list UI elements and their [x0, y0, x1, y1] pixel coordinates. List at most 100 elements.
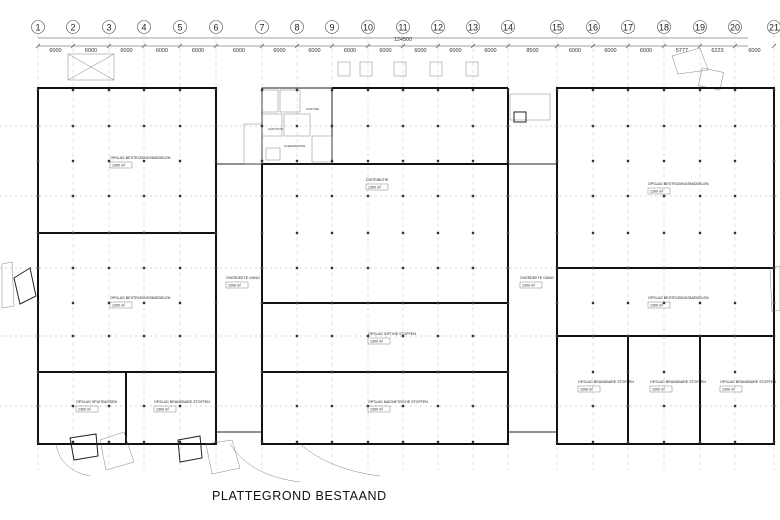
dimension-tick	[400, 43, 406, 49]
room-13: OPSLAG BRANDBARE STOFFEN 1300 m²	[649, 380, 706, 393]
grid-bubble-label: 20	[730, 23, 740, 33]
dimension-tick	[329, 43, 335, 49]
column	[36, 404, 40, 408]
column	[366, 334, 370, 338]
column	[555, 301, 559, 305]
column	[436, 370, 440, 374]
room-area: 1300 m²	[652, 388, 666, 392]
column	[107, 334, 111, 338]
column	[555, 266, 559, 270]
grid-bubble	[550, 20, 564, 34]
column	[295, 404, 299, 408]
column	[107, 88, 111, 92]
column	[330, 124, 334, 128]
column	[591, 301, 595, 305]
column	[555, 159, 559, 163]
column	[733, 334, 737, 338]
column	[555, 124, 559, 128]
column	[401, 440, 405, 444]
column	[733, 370, 737, 374]
column	[506, 124, 510, 128]
room-9: OVERDEKTE GANG 1300 m²	[519, 276, 554, 289]
grid-bubble	[396, 20, 410, 34]
column	[260, 194, 264, 198]
grid-bubble	[325, 20, 339, 34]
column	[178, 88, 182, 92]
dimension-tick	[177, 43, 183, 49]
bay-dimension: 6223	[711, 48, 723, 54]
column	[178, 124, 182, 128]
column	[214, 159, 218, 163]
column	[214, 301, 218, 305]
grid-bubble-label: 16	[588, 23, 598, 33]
column	[698, 334, 702, 338]
grid-bubble	[501, 20, 515, 34]
column	[555, 194, 559, 198]
column	[772, 88, 776, 92]
column	[71, 334, 75, 338]
column	[260, 159, 264, 163]
column	[471, 301, 475, 305]
column	[626, 124, 630, 128]
column	[295, 440, 299, 444]
column	[772, 440, 776, 444]
column	[591, 88, 595, 92]
column	[772, 301, 776, 305]
column	[107, 159, 111, 163]
bay-dimension: 6000	[604, 48, 616, 54]
room-area: 1300 m²	[650, 190, 664, 194]
grid-bubble	[66, 20, 80, 34]
column	[71, 194, 75, 198]
column	[366, 88, 370, 92]
column	[178, 404, 182, 408]
grid-bubble-label: 13	[468, 23, 478, 33]
column	[591, 231, 595, 235]
column	[107, 370, 111, 374]
column	[506, 370, 510, 374]
column	[662, 194, 666, 198]
grid-bubble-label: 10	[363, 23, 373, 33]
column	[471, 88, 475, 92]
column	[772, 194, 776, 198]
column	[772, 159, 776, 163]
bay-dimension: 6000	[273, 48, 285, 54]
column	[662, 334, 666, 338]
room-name: OPSLAG BRANDBARE STOFFEN	[578, 380, 634, 384]
room-name: OPSLAG BRANDBARE STOFFEN	[650, 380, 706, 384]
column	[330, 231, 334, 235]
room-name: OPSLAG BESTRIJDINGSMIDDELEN	[110, 296, 171, 300]
room-name: OVERDEKTE GANG	[520, 276, 554, 280]
column	[471, 440, 475, 444]
column	[555, 404, 559, 408]
grid-bubble-label: 19	[695, 23, 705, 33]
column	[506, 194, 510, 198]
column	[295, 124, 299, 128]
room-area: 1300 m²	[580, 388, 594, 392]
column	[260, 88, 264, 92]
column	[142, 231, 146, 235]
column	[471, 159, 475, 163]
grid-bubble-label: 18	[659, 23, 669, 33]
room-14: OPSLAG BRANDBARE STOFFEN 1300 m²	[719, 380, 776, 393]
column	[506, 88, 510, 92]
exterior-annexes	[1, 47, 780, 483]
column	[214, 231, 218, 235]
column	[506, 301, 510, 305]
column	[214, 266, 218, 270]
column	[506, 231, 510, 235]
bay-dimension: 6000	[379, 48, 391, 54]
column	[506, 440, 510, 444]
room-4: OPSLAG BRANDBARE STOFFEN 1300 m²	[153, 400, 210, 413]
column	[71, 301, 75, 305]
column	[698, 404, 702, 408]
column	[662, 88, 666, 92]
room-area: 1300 m²	[370, 340, 384, 344]
column	[591, 159, 595, 163]
room-area: 1300 m²	[650, 304, 664, 308]
column	[436, 404, 440, 408]
column	[295, 334, 299, 338]
column	[214, 370, 218, 374]
room-name: OVERDEKTE GANG	[226, 276, 260, 280]
room-name: OPSLAG BRANDBARE STOFFEN	[720, 380, 776, 384]
grid-bubble	[255, 20, 269, 34]
